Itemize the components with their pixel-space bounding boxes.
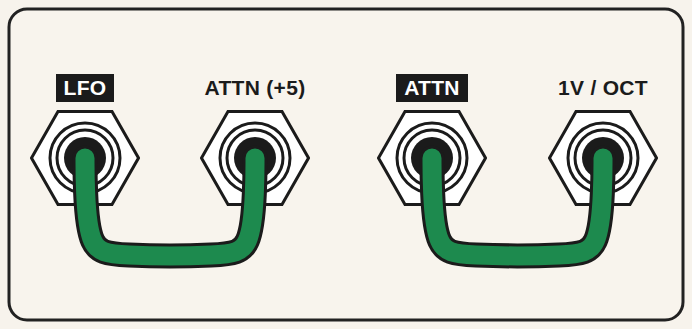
patch-cable — [85, 158, 255, 256]
jack-label: ATTN — [396, 74, 468, 102]
jack-socket: LFO — [30, 110, 140, 206]
jack-hole — [234, 137, 276, 179]
jack-socket: 1V / OCT — [548, 110, 658, 206]
jack-hole — [64, 137, 106, 179]
jack-ring — [575, 130, 631, 186]
jack-socket: ATTN — [377, 110, 487, 206]
jack-label: 1V / OCT — [552, 74, 654, 102]
jack-ring — [227, 130, 283, 186]
cable-body — [85, 158, 255, 256]
jack-ring — [568, 123, 638, 193]
jack-ring — [397, 123, 467, 193]
jack-ring — [50, 123, 120, 193]
jack-ring — [57, 130, 113, 186]
label-holder: 1V / OCT — [488, 74, 692, 102]
jack-label: LFO — [56, 74, 115, 102]
jack-label: ATTN (+5) — [199, 74, 312, 102]
label-holder: ATTN (+5) — [140, 74, 370, 102]
patch-cable — [432, 158, 603, 256]
nut-outline — [202, 112, 309, 205]
nut-outline — [550, 112, 657, 205]
nut-outline — [379, 112, 486, 205]
label-holder: ATTN — [317, 74, 547, 102]
label-holder: LFO — [0, 74, 200, 102]
panel-border — [9, 9, 683, 320]
hex-nut — [377, 110, 487, 206]
jack-socket: ATTN (+5) — [200, 110, 310, 206]
cable-outline — [432, 158, 603, 256]
hex-nut — [30, 110, 140, 206]
hex-nut — [200, 110, 310, 206]
jack-hole — [582, 137, 624, 179]
nut-outline — [32, 112, 139, 205]
hex-nut — [548, 110, 658, 206]
jack-hole — [411, 137, 453, 179]
cable-outline — [85, 158, 255, 256]
jack-ring — [220, 123, 290, 193]
jack-ring — [404, 130, 460, 186]
cable-body — [432, 158, 603, 256]
